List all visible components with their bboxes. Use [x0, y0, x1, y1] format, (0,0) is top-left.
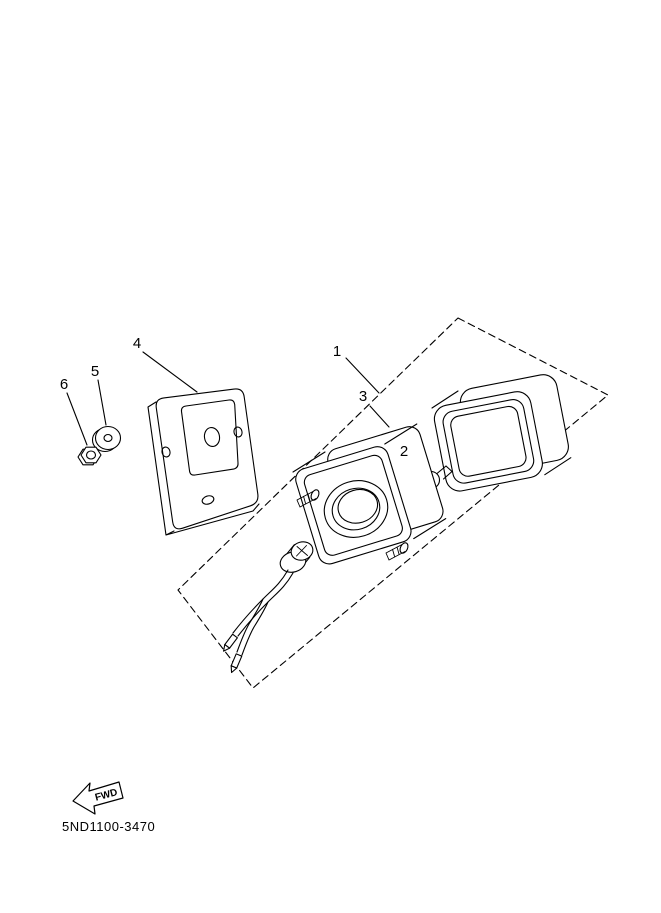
leader-line-1 — [345, 357, 380, 394]
drawing-part-number: 5ND1100-3470 — [62, 819, 155, 834]
bulb-socket-and-wires — [223, 541, 314, 674]
taillight-lens — [431, 374, 572, 492]
part-label-4: 4 — [133, 335, 141, 352]
bracket — [147, 388, 260, 536]
part-label-5: 5 — [91, 363, 99, 380]
nut — [77, 446, 102, 466]
wire-terminal-1 — [223, 633, 238, 652]
leader-line-5 — [97, 379, 107, 426]
mounting-stud-bottom — [385, 542, 409, 561]
fwd-arrow-icon: FWD — [72, 781, 124, 815]
leader-line-4 — [142, 351, 198, 393]
washer — [91, 425, 122, 453]
part-label-2: 2 — [400, 443, 408, 460]
wire-1 — [232, 569, 289, 634]
mounting-stud-top — [296, 489, 320, 508]
taillight-housing — [292, 423, 447, 565]
lamp-opening — [323, 480, 389, 538]
leader-line-6 — [66, 392, 88, 446]
leader-line-3 — [369, 405, 390, 428]
part-label-1: 1 — [333, 343, 341, 360]
wire-terminal-2 — [230, 653, 243, 674]
part-label-6: 6 — [60, 376, 68, 393]
part-label-3: 3 — [359, 388, 367, 405]
part-labels: 1 3 2 4 5 6 — [60, 335, 408, 460]
wire-2 — [236, 598, 264, 653]
